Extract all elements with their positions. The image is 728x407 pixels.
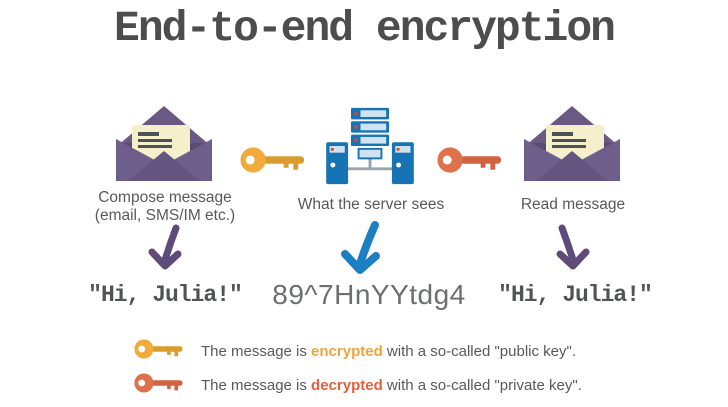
envelope-icon: [520, 103, 624, 183]
envelope-icon: [112, 103, 216, 183]
arrow-down-icon: [552, 224, 592, 276]
legend-encrypted: The message is encrypted with a so-calle…: [134, 334, 576, 369]
keyword-encrypted: encrypted: [311, 343, 383, 360]
orange-key-icon: [437, 140, 503, 180]
arrow-down-icon: [146, 224, 186, 276]
arrow-down-icon: [338, 221, 384, 279]
keyword-decrypted: decrypted: [311, 377, 383, 394]
tower-left: [326, 142, 349, 185]
plaintext-message: "Hi, Julia!": [498, 282, 653, 308]
legend-encrypted-text: The message is encrypted with a so-calle…: [201, 343, 576, 360]
gold-key-icon: [134, 334, 184, 369]
legend-decrypted: The message is decrypted with a so-calle…: [134, 368, 582, 403]
page-title: End-to-end encryption: [114, 4, 616, 53]
ciphertext-message: 89^7HnYYtdg4: [272, 279, 466, 310]
server-label: What the server sees: [297, 196, 445, 213]
tower-right: [391, 142, 414, 185]
compose-label: Compose message (email, SMS/IM etc.): [94, 189, 236, 224]
server-icon: [322, 106, 418, 186]
orange-key-icon: [134, 368, 184, 403]
read-label: Read message: [520, 196, 626, 213]
legend-decrypted-text: The message is decrypted with a so-calle…: [201, 377, 582, 394]
gold-key-icon: [240, 140, 306, 180]
plaintext-message: "Hi, Julia!": [88, 282, 243, 308]
